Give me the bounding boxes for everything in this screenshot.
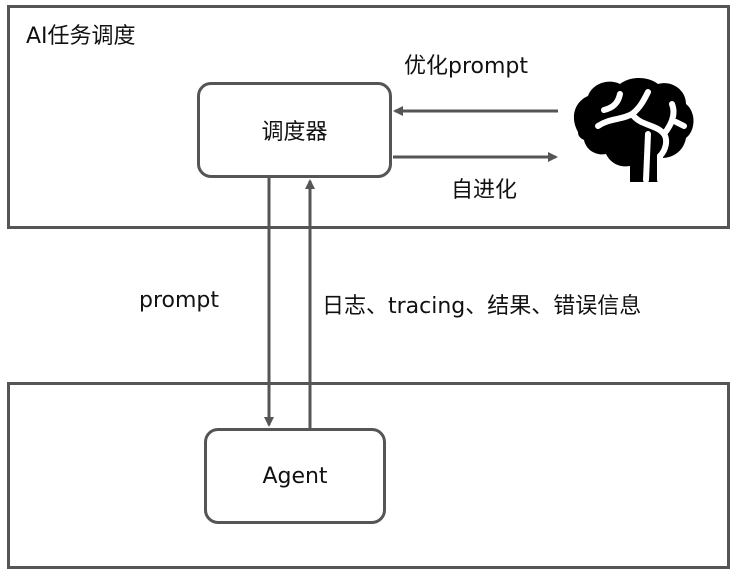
optimize-prompt-label: 优化prompt bbox=[404, 54, 529, 79]
agent-label: Agent bbox=[262, 463, 328, 489]
scheduler-node: 调度器 bbox=[197, 82, 392, 178]
feedback-edge-label: 日志、tracing、结果、错误信息 bbox=[322, 294, 642, 319]
brain-icon bbox=[573, 78, 694, 183]
scheduler-label: 调度器 bbox=[261, 120, 328, 145]
self-evolve-label: 自进化 bbox=[451, 178, 518, 203]
frame-title: AI任务调度 bbox=[26, 24, 136, 49]
agent-node: Agent bbox=[204, 428, 386, 524]
prompt-edge-label: prompt bbox=[139, 288, 220, 313]
